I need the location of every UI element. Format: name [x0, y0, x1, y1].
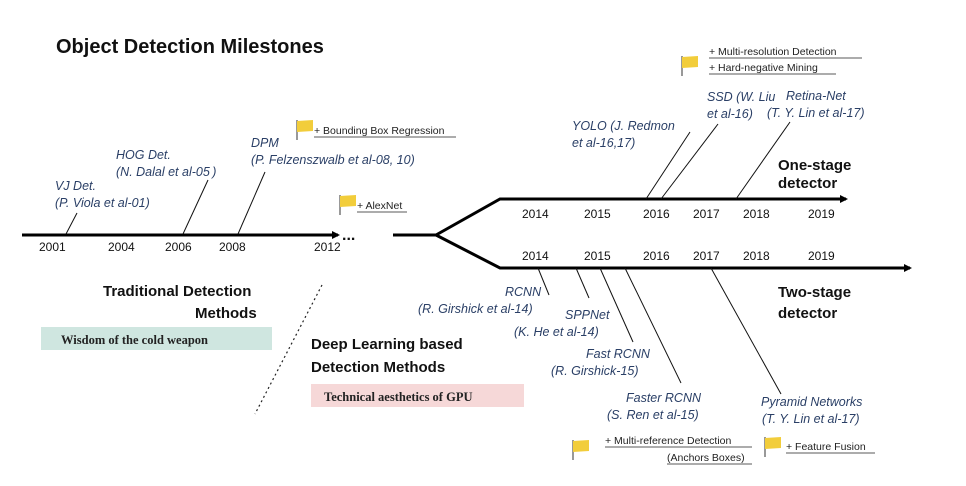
fpn-detector-name: Pyramid Networks [761, 395, 862, 409]
dpm-detector-name: DPM [251, 136, 279, 150]
hog-detector-name: HOG Det. [116, 148, 171, 162]
two-stage-year-2017: 2017 [693, 249, 720, 263]
multi-resolution-note: + Multi-resolution Detection [709, 46, 837, 58]
year-2008: 2008 [219, 240, 246, 254]
rcnn-connector [537, 267, 550, 296]
faster-rcnn-detector-authors: (S. Ren et al-15) [607, 408, 699, 422]
fast-rcnn-connector [599, 267, 634, 343]
faster-rcnn-connector [624, 267, 682, 384]
traditional-badge: Wisdom of the cold weapon [61, 333, 208, 347]
one-stage-axis [435, 195, 848, 237]
deep-label-line2: Detection Methods [311, 359, 445, 376]
retinanet-connector [735, 121, 791, 200]
flag-icon [681, 55, 699, 77]
traditional-label-line2: Methods [195, 305, 257, 322]
faster-rcnn-detector-name: Faster RCNN [626, 391, 702, 405]
ssd-detector-name: SSD (W. Liu [707, 90, 775, 104]
vj-detector-authors: (P. Viola et al-01) [55, 196, 150, 210]
two-stage-year-2015: 2015 [584, 249, 611, 263]
bbox-regression-note: + Bounding Box Regression [314, 125, 445, 137]
retinanet-detector-name: Retina-Net [786, 89, 846, 103]
deep-badge-bg [311, 384, 524, 407]
sppnet-connector [575, 267, 590, 299]
one-stage-year-2017: 2017 [693, 207, 720, 221]
yolo-detector-name: YOLO (J. Redmon [572, 119, 675, 133]
two-stage-label-line2: detector [778, 305, 837, 322]
flag-icon [764, 436, 782, 458]
flag-icon [572, 439, 590, 461]
deep-label-line1: Deep Learning based [311, 336, 463, 353]
dpm-detector-authors: (P. Felzenszwalb et al-08, 10) [251, 153, 415, 167]
vj-detector-name: VJ Det. [55, 179, 96, 193]
alexnet-note: + AlexNet [357, 200, 402, 212]
page-title: Object Detection Milestones [56, 36, 324, 58]
fpn-detector-authors: (T. Y. Lin et al-17) [762, 412, 860, 426]
one-stage-year-2019: 2019 [808, 207, 835, 221]
anchors-note: (Anchors Boxes) [667, 452, 745, 464]
rcnn-detector-authors: (R. Girshick et al-14) [418, 302, 533, 316]
traditional-badge-bg [41, 327, 272, 350]
dpm-connector [237, 171, 266, 235]
two-stage-axis [435, 233, 912, 272]
yolo-detector-authors: et al-16,17) [572, 136, 635, 150]
hog-connector [182, 179, 209, 235]
sppnet-detector-name: SPPNet [565, 308, 610, 322]
one-stage-year-2015: 2015 [584, 207, 611, 221]
two-stage-year-2014: 2014 [522, 249, 549, 263]
year-2012: 2012 [314, 240, 341, 254]
one-stage-year-2018: 2018 [743, 207, 770, 221]
two-stage-label-line1: Two-stage [778, 284, 851, 301]
traditional-label-line1: Traditional Detection [103, 283, 251, 300]
sppnet-detector-authors: (K. He et al-14) [514, 325, 599, 339]
timeline-ellipsis: ... [342, 227, 355, 244]
one-stage-label-line1: One-stage [778, 157, 851, 174]
rcnn-detector-name: RCNN [505, 285, 542, 299]
fast-rcnn-detector-name: Fast RCNN [586, 347, 651, 361]
multi-reference-note: + Multi-reference Detection [605, 435, 732, 447]
two-stage-year-2019: 2019 [808, 249, 835, 263]
two-stage-year-2016: 2016 [643, 249, 670, 263]
flag-icon [339, 194, 357, 216]
two-stage-year-2018: 2018 [743, 249, 770, 263]
vj-connector [65, 212, 78, 235]
fast-rcnn-detector-authors: (R. Girshick-15) [551, 364, 639, 378]
year-2004: 2004 [108, 240, 135, 254]
ssd-connector [660, 123, 719, 200]
fpn-connector [710, 267, 782, 395]
one-stage-year-2016: 2016 [643, 207, 670, 221]
year-2006: 2006 [165, 240, 192, 254]
one-stage-label-line2: detector [778, 175, 837, 192]
retinanet-detector-authors: (T. Y. Lin et al-17) [767, 106, 865, 120]
feature-fusion-note: + Feature Fusion [786, 441, 866, 453]
ssd-detector-authors: et al-16) [707, 107, 753, 121]
year-2001: 2001 [39, 240, 66, 254]
hog-detector-authors: (N. Dalal et al-05 ) [116, 165, 216, 179]
flag-icon [296, 119, 314, 141]
hard-negative-note: + Hard-negative Mining [709, 62, 818, 74]
one-stage-year-2014: 2014 [522, 207, 549, 221]
deep-badge: Technical aesthetics of GPU [324, 390, 472, 404]
era-divider [254, 284, 323, 415]
yolo-connector [645, 131, 691, 200]
